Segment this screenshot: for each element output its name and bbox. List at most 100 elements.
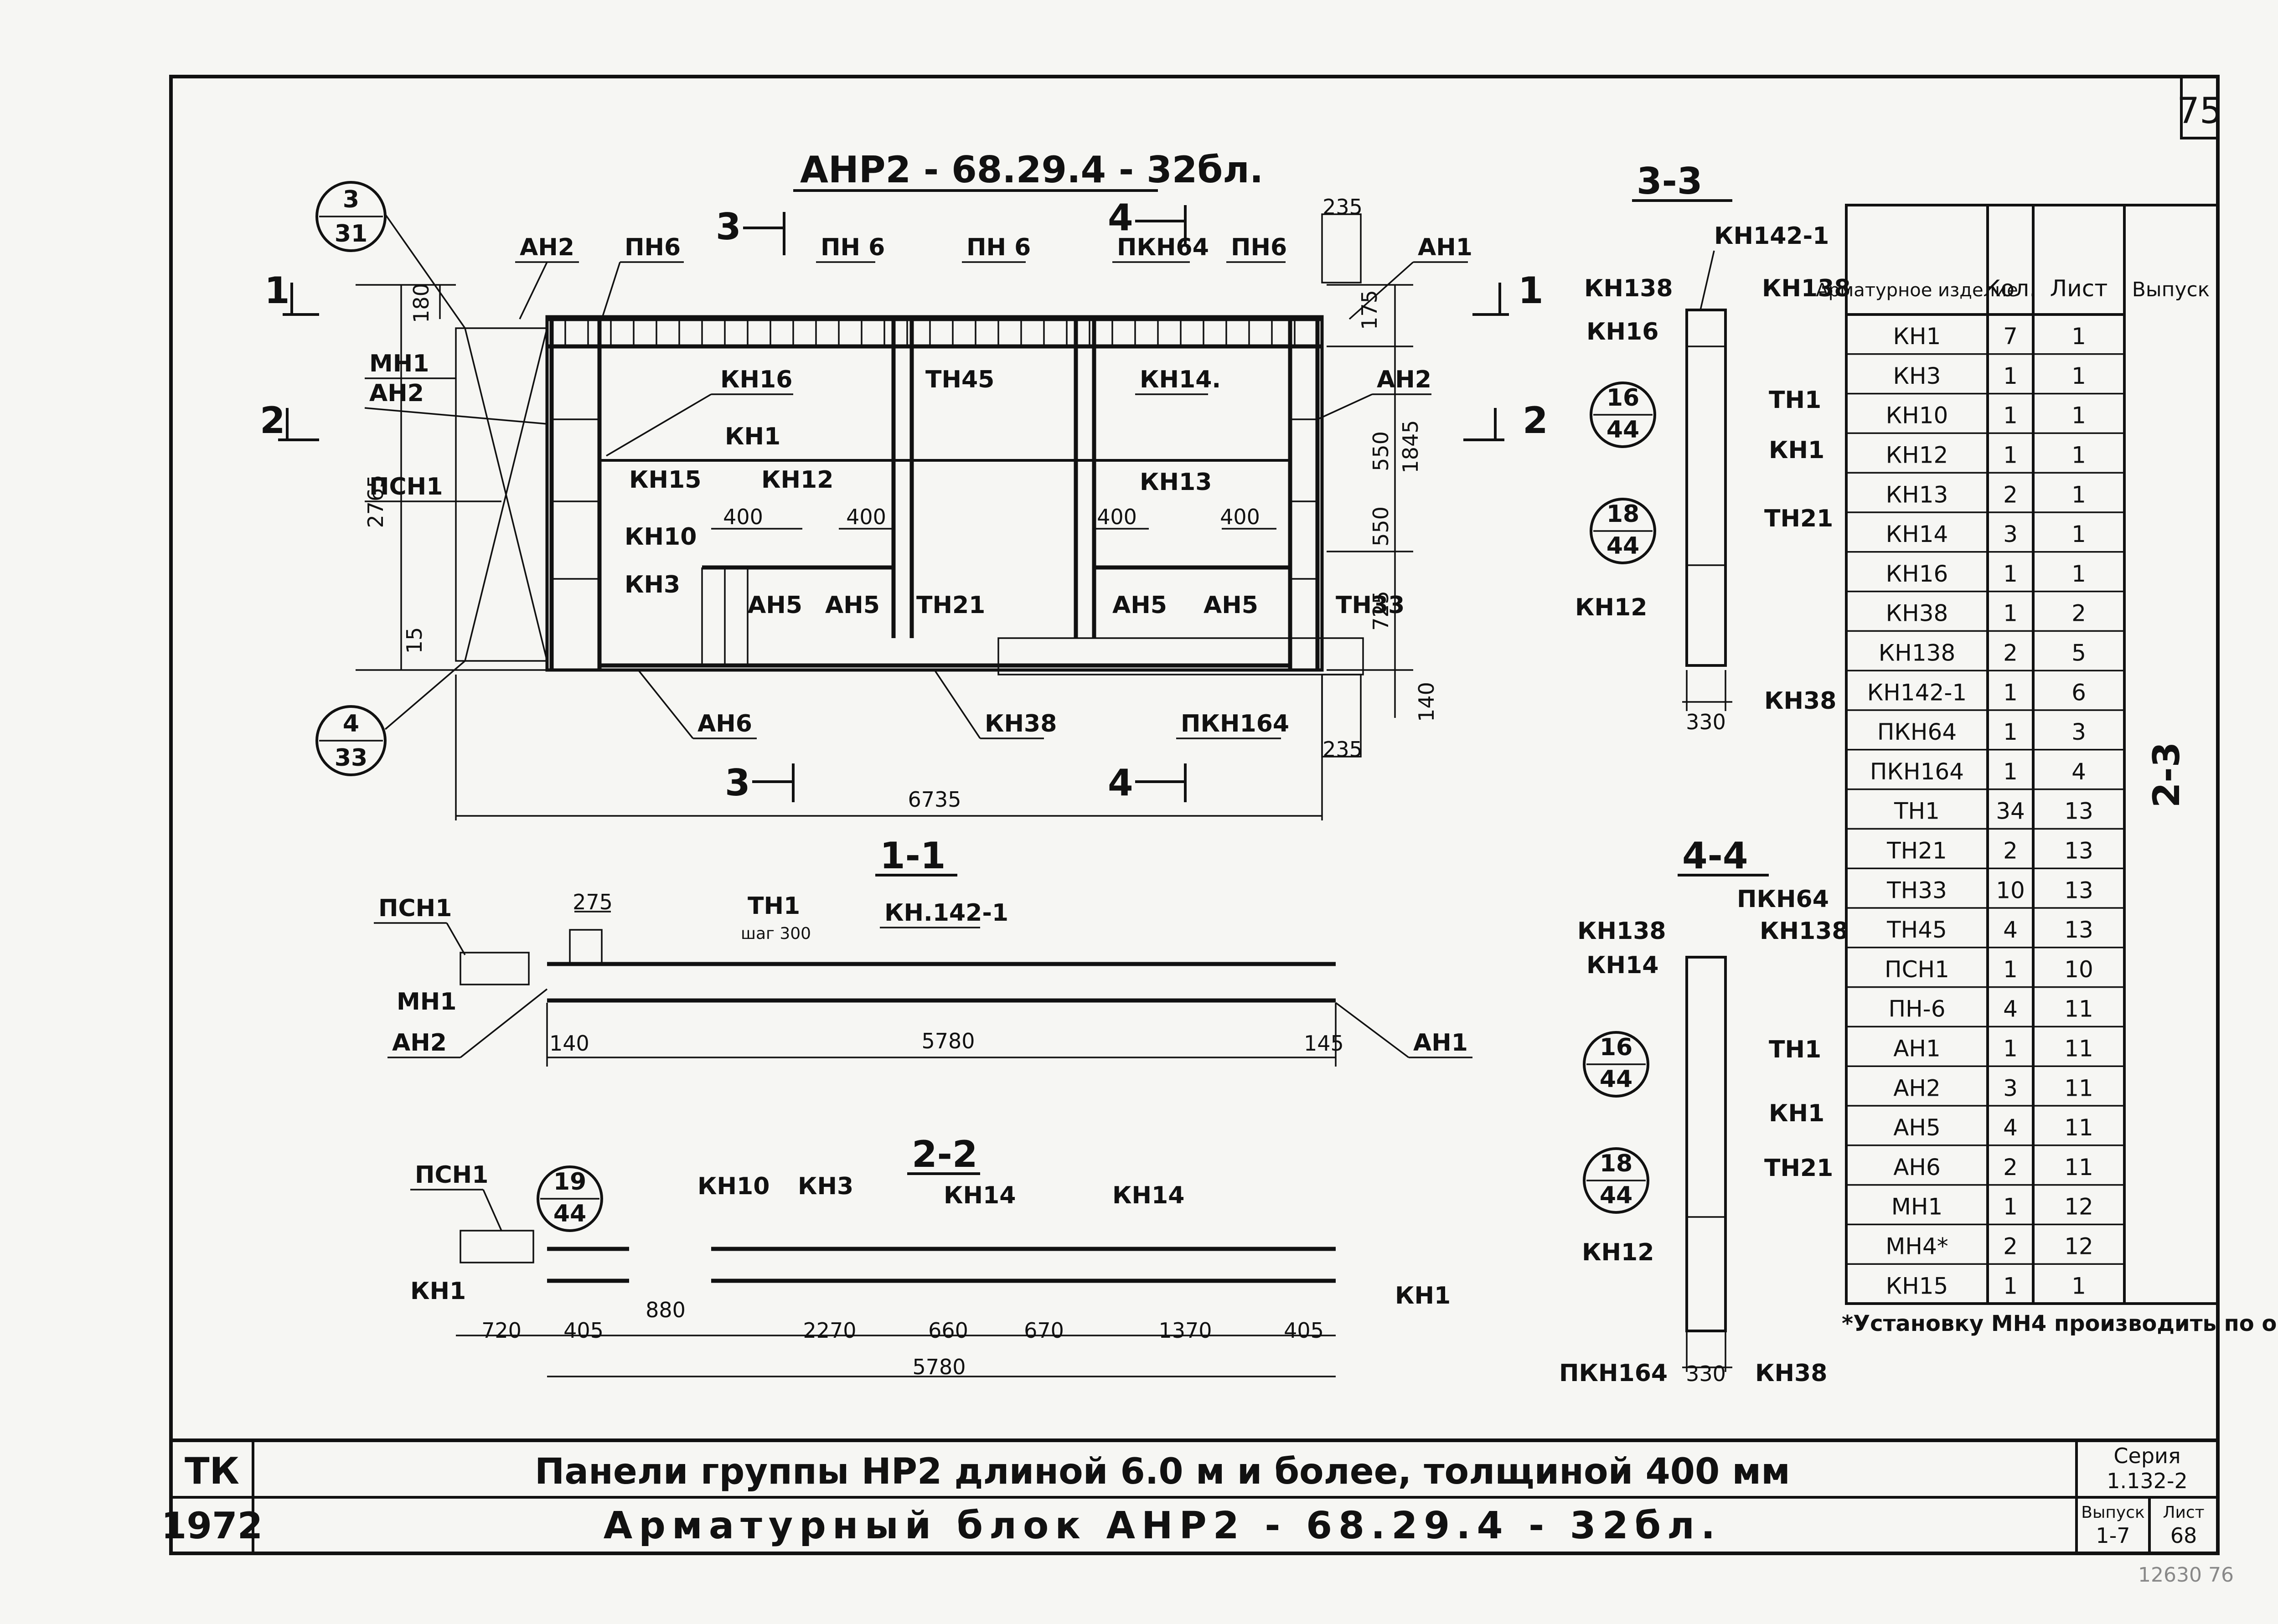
spec-cell-item: АН5 — [1893, 1114, 1941, 1141]
spec-cell-item: МН1 — [1891, 1194, 1943, 1220]
section-11-step: шаг 300 — [741, 924, 811, 943]
section-44-callout-a: 16 44 — [1583, 1031, 1649, 1098]
label-ah2-right: АН2 — [1377, 366, 1431, 393]
section-4-4: 4-4 330 ПКН64 КН138 КН138 КН14 ТН1 КН1 Т… — [1559, 835, 1849, 1387]
spec-cell-sheet: 13 — [2064, 877, 2093, 903]
top-chord-rungs — [564, 319, 1296, 346]
section-33-tn1: ТН1 — [1769, 387, 1821, 414]
spec-table: Арматурное изделие Кол. Лист Выпуск 2-3 … — [1816, 204, 2219, 1305]
section-44-tn1: ТН1 — [1769, 1036, 1821, 1063]
section-11-title: 1-1 — [880, 835, 946, 877]
spec-cell-qty: 2 — [2003, 1233, 2018, 1260]
title-block: ТК 1972 Панели группы НР2 длиной 6.0 м и… — [161, 1438, 2218, 1553]
svg-text:44: 44 — [1600, 1182, 1632, 1209]
spec-cell-item: ТН21 — [1886, 838, 1947, 864]
spec-cell-item: КН3 — [1893, 363, 1941, 389]
label-ah6: АН6 — [697, 710, 752, 737]
label-tn33: ТН33 — [1336, 592, 1405, 619]
spec-cell-qty: 1 — [2003, 956, 2018, 983]
section-11-dim-275: 275 — [573, 890, 613, 914]
spec-cell-sheet: 5 — [2071, 640, 2086, 666]
section-44-kn12: КН12 — [1582, 1239, 1654, 1266]
title-series-value: 1.132-2 — [2107, 1469, 2188, 1493]
spec-cell-sheet: 1 — [2071, 561, 2086, 587]
svg-text:44: 44 — [1606, 416, 1639, 443]
spec-cell-item: ПСН1 — [1885, 956, 1949, 983]
dim-725: 725 — [1369, 591, 1393, 631]
spec-cell-item: МН4* — [1885, 1233, 1948, 1260]
label-ah2-left: АН2 — [369, 380, 424, 407]
spec-cell-sheet: 13 — [2064, 917, 2093, 943]
section-11-kn142: КН.142-1 — [884, 899, 1008, 927]
label-tn21: ТН21 — [916, 592, 985, 619]
callout-3-31: 3 31 — [315, 181, 466, 329]
section-22-kn14-b: КН14 — [1112, 1182, 1184, 1209]
spec-cell-qty: 1 — [2003, 679, 2018, 706]
section-22-kn1-left: КН1 — [410, 1278, 466, 1305]
section-22-dim-2270: 2270 — [803, 1318, 856, 1343]
section-22-dim-405-a: 405 — [563, 1318, 604, 1343]
installation-note: *Установку МН4 производить по опалубочно… — [1842, 1311, 2278, 1336]
section-mark-2-right: 2 — [1523, 399, 1548, 442]
spec-header-issue: Выпуск — [2132, 278, 2210, 301]
dim-1845: 1845 — [1398, 420, 1423, 473]
dim-400-d: 400 — [1220, 505, 1260, 529]
spec-cell-sheet: 11 — [2064, 1075, 2093, 1101]
page-number-box — [2180, 75, 2219, 139]
spec-cell-sheet: 13 — [2064, 838, 2093, 864]
spec-cell-qty: 4 — [2003, 1114, 2018, 1141]
section-mark-3-top: 3 — [716, 206, 741, 248]
section-mark-4-bottom: 4 — [1108, 762, 1133, 804]
spec-cell-item: КН13 — [1886, 481, 1948, 508]
section-mark-1-right: 1 — [1518, 269, 1544, 312]
elevation-title: АНР2 - 68.29.4 - 32бл. — [800, 149, 1263, 191]
spec-cell-qty: 1 — [2003, 1273, 2018, 1299]
spec-cell-sheet: 2 — [2071, 600, 2086, 627]
spec-cell-sheet: 11 — [2064, 1154, 2093, 1181]
section-33-tn21: ТН21 — [1764, 505, 1833, 532]
label-ah5-d: АН5 — [1204, 592, 1258, 619]
section-11-mh1: МН1 — [397, 988, 456, 1016]
spec-cell-item: АН1 — [1893, 1036, 1941, 1062]
section-11-tn1: ТН1 — [748, 892, 800, 920]
elevation-view: АНР2 - 68.29.4 - 32бл. — [260, 149, 1548, 820]
spec-cell-qty: 4 — [2003, 996, 2018, 1022]
callout-4-33: 4 33 — [315, 660, 466, 776]
section-2-2: 2-2 ПСН1 КН1 КН10 КН3 КН14 КН14 КН1 19 4… — [410, 1133, 1451, 1379]
spec-cell-qty: 1 — [2003, 1194, 2018, 1220]
spec-cell-qty: 3 — [2003, 1075, 2018, 1101]
spec-header-item: Арматурное изделие — [1816, 280, 2018, 301]
section-22-kn1-right: КН1 — [1395, 1282, 1451, 1310]
spec-cell-item: АН6 — [1893, 1154, 1941, 1181]
spec-cell-item: КН142-1 — [1867, 679, 1967, 706]
spec-cell-item: КН16 — [1886, 561, 1948, 587]
title-issue-label: Выпуск — [2081, 1503, 2145, 1522]
section-22-dim-880: 880 — [646, 1298, 686, 1322]
spec-cell-item: АН2 — [1893, 1075, 1941, 1101]
label-ah5-b: АН5 — [825, 592, 880, 619]
title-line1: Панели группы НР2 длиной 6.0 м и более, … — [535, 1451, 1790, 1492]
label-kn12: КН12 — [761, 466, 833, 494]
svg-text:16: 16 — [1606, 384, 1639, 412]
svg-text:3: 3 — [343, 186, 359, 213]
spec-cell-qty: 1 — [2003, 758, 2018, 785]
section-44-dim-w: 330 — [1686, 1361, 1726, 1386]
label-kn14: КН14. — [1140, 366, 1221, 393]
spec-cell-item: КН138 — [1879, 640, 1956, 666]
svg-text:19: 19 — [553, 1168, 586, 1196]
section-44-kn38: КН38 — [1755, 1360, 1827, 1387]
dim-235-top: 235 — [1322, 195, 1363, 219]
spec-vertical-label: 2-3 — [2145, 742, 2188, 808]
spec-cell-qty: 2 — [2003, 1154, 2018, 1181]
section-22-kn3: КН3 — [798, 1173, 853, 1200]
dim-550-a: 550 — [1369, 431, 1393, 471]
spec-cell-qty: 2 — [2003, 838, 2018, 864]
title-sheet-value: 68 — [2170, 1523, 2197, 1548]
section-22-dim-660: 660 — [928, 1318, 968, 1343]
spec-cell-qty: 2 — [2003, 481, 2018, 508]
section-11-psn1: ПСН1 — [378, 895, 452, 922]
section-33-kn12: КН12 — [1575, 594, 1647, 621]
section-22-callout: 19 44 — [537, 1165, 603, 1232]
title-year: 1972 — [161, 1505, 263, 1547]
